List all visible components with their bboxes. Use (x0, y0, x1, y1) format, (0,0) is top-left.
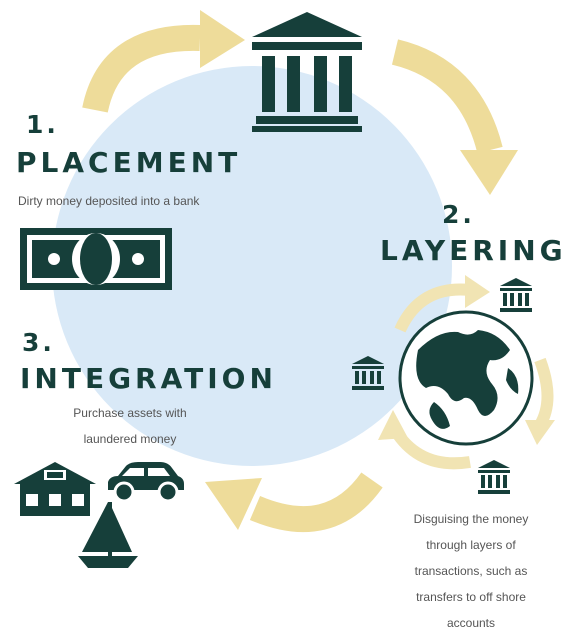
arrow-head-to-bank (200, 10, 245, 68)
step1-number: 1. (26, 110, 59, 139)
step2-number: 2. (442, 200, 475, 229)
sailboat-icon (78, 502, 138, 570)
arrow-to-bank (82, 24, 201, 113)
step2-title: LAYERING (380, 234, 567, 267)
step2-desc-line: accounts (446, 616, 496, 630)
step3-desc-line: Purchase assets with (73, 406, 187, 420)
step3-desc-line: laundered money (83, 432, 177, 446)
banknote-icon (20, 228, 172, 290)
step3-number: 3. (22, 328, 55, 357)
bank-icon-left (352, 356, 384, 390)
bank-icon-top (500, 278, 532, 312)
step2-desc-line: transfers to off shore (416, 590, 526, 604)
step2-desc-line: Disguising the money (413, 512, 529, 526)
step2-desc-line: transactions, such as (414, 564, 528, 578)
step1-description: Dirty money deposited into a bank (18, 194, 200, 208)
step2-desc-line: through layers of (426, 538, 516, 552)
step2-description: Disguising the money through layers of t… (376, 506, 566, 636)
globe-icon (398, 310, 534, 446)
step3-title: INTEGRATION (20, 362, 277, 395)
arrow-head-to-integration (205, 478, 262, 530)
arrow-head-to-layering (460, 150, 518, 195)
step1-title: PLACEMENT (16, 146, 242, 179)
house-icon (14, 462, 96, 516)
step3-description: Purchase assets with laundered money (40, 400, 220, 452)
small-arrow-top (394, 283, 471, 333)
car-icon (104, 462, 186, 502)
small-arrow-right (534, 357, 554, 429)
bank-icon-main (252, 12, 362, 132)
bank-icon-bottom (478, 460, 510, 494)
arrow-to-layering (391, 39, 503, 154)
arrow-to-integration (249, 472, 383, 533)
